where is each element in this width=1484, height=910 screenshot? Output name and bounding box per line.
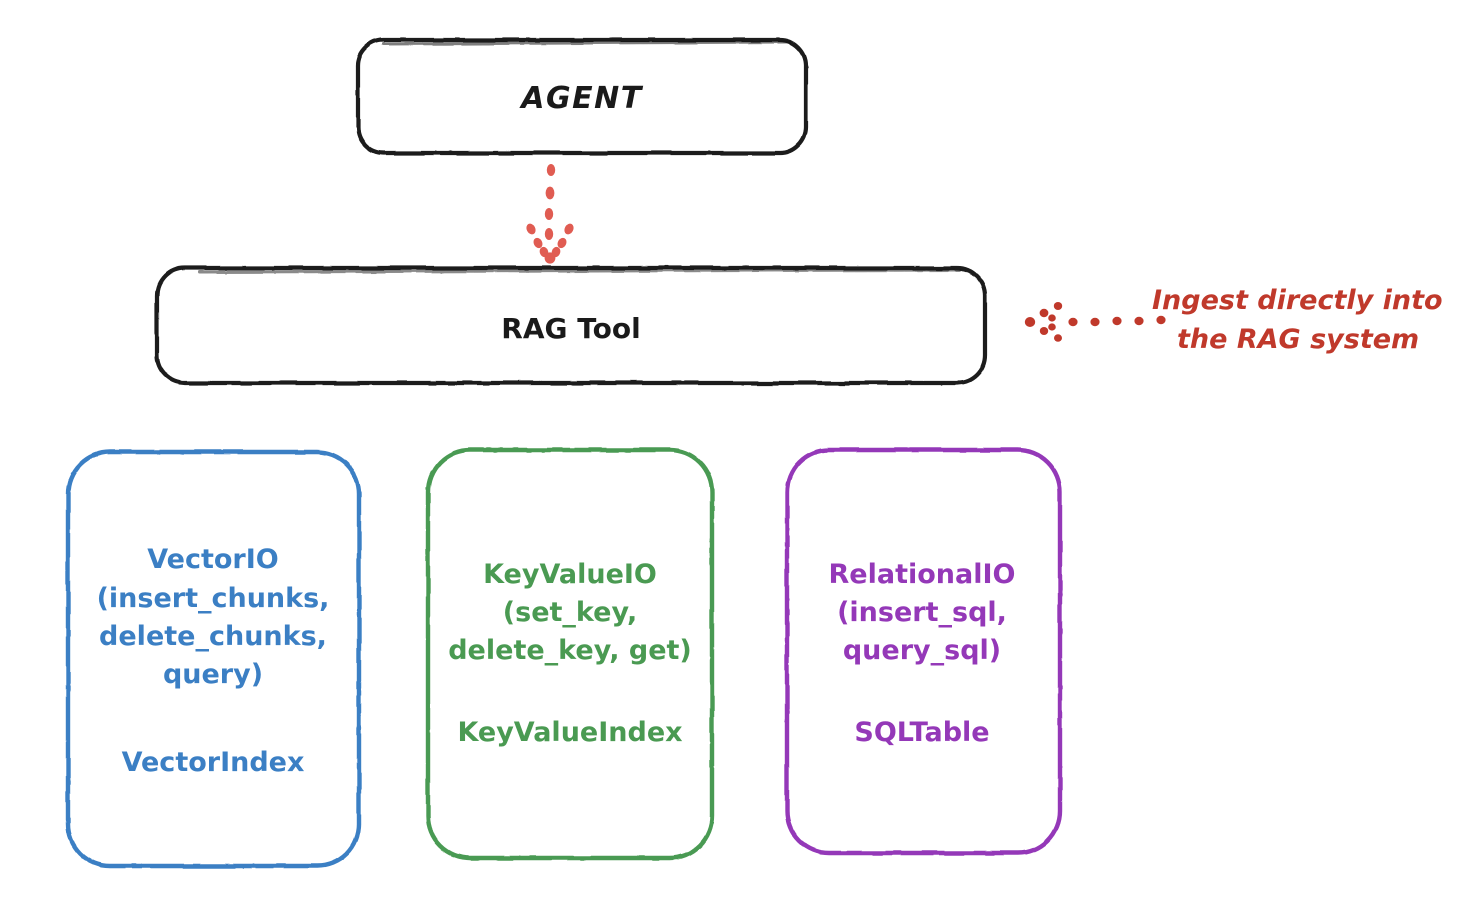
backend-node-keyvalue[interactable]: KeyValueIO (set_key, delete_key, get) Ke… bbox=[425, 447, 715, 861]
backend-vector-api-line-1: (insert_chunks, bbox=[97, 583, 330, 614]
agent-to-rag-arrow bbox=[526, 164, 574, 264]
agent-node-sketch-stroke bbox=[382, 40, 792, 46]
backend-node-relational-border bbox=[784, 447, 1063, 856]
backend-node-vector-border bbox=[65, 449, 362, 869]
backend-vector-api-line-0: VectorIO bbox=[147, 544, 279, 575]
backend-node-vector[interactable]: VectorIO (insert_chunks, delete_chunks, … bbox=[65, 449, 362, 869]
rag-tool-node[interactable]: RAG Tool bbox=[154, 265, 988, 386]
backend-vector-api-line-3: query) bbox=[163, 659, 263, 690]
ingest-annotation-line2: the RAG system bbox=[1177, 324, 1419, 355]
rag-tool-node-label: RAG Tool bbox=[501, 312, 640, 345]
backend-relational-api-line-0: RelationalIO bbox=[829, 559, 1016, 590]
ingest-annotation-arrow: Ingest directly into the RAG system bbox=[1024, 285, 1443, 355]
backend-node-keyvalue-border bbox=[425, 447, 715, 861]
rag-tool-node-sketch-stroke bbox=[198, 268, 962, 274]
agent-node-border bbox=[355, 37, 809, 156]
backend-keyvalue-api-line-0: KeyValueIO bbox=[483, 559, 657, 590]
dotted-down-arrow-icon bbox=[526, 164, 574, 264]
rag-tool-node-border bbox=[154, 265, 988, 386]
backend-relational-api-line-2: query_sql) bbox=[843, 635, 1001, 666]
agent-node-label: AGENT bbox=[519, 81, 643, 116]
dotted-left-arrow-icon bbox=[1024, 302, 1166, 342]
backend-keyvalue-api-line-2: delete_key, get) bbox=[448, 635, 692, 666]
backend-node-relational[interactable]: RelationalIO (insert_sql, query_sql) SQL… bbox=[784, 447, 1063, 856]
backend-relational-index-label: SQLTable bbox=[854, 717, 989, 748]
backend-vector-api-line-2: delete_chunks, bbox=[99, 621, 327, 652]
agent-node[interactable]: AGENT bbox=[355, 37, 809, 156]
backend-keyvalue-api-line-1: (set_key, bbox=[503, 597, 637, 628]
backend-keyvalue-index-label: KeyValueIndex bbox=[457, 717, 682, 748]
backend-vector-index-label: VectorIndex bbox=[122, 747, 305, 778]
ingest-annotation-line1: Ingest directly into bbox=[1152, 285, 1443, 316]
backend-relational-api-line-1: (insert_sql, bbox=[837, 597, 1007, 628]
